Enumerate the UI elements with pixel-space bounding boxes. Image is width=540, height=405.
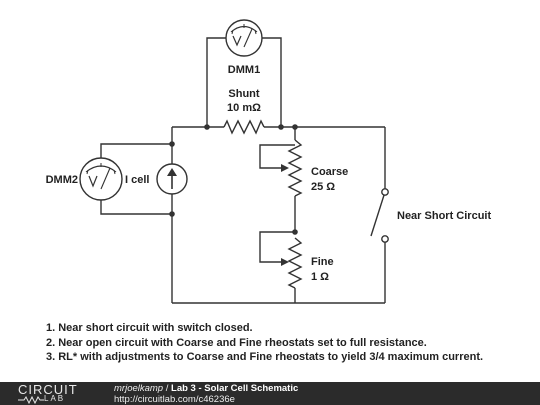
switch-contact [381,188,389,196]
fine-rheostat [287,237,303,289]
coarse-name-label: Coarse [311,166,348,178]
switch-blade [370,191,386,237]
author-link[interactable]: mrjoelkamp [114,383,164,394]
switch-label: Near Short Circuit [397,210,491,222]
wire-left-branch [100,127,173,303]
schematic-title: Lab 3 - Solar Cell Schematic [171,383,299,394]
shunt-value-label: 10 mΩ [227,102,261,114]
switch-contact [381,235,389,243]
icell-label: I cell [125,174,149,186]
wire-dmm1 [206,37,282,127]
coarse-wiper-arrow [281,164,289,172]
logo-text-bottom: LAB [44,394,66,403]
fine-wiper-arrow [281,258,289,266]
coarse-wiper-loop [259,144,295,169]
coarse-rheostat [287,139,303,197]
junction-dot [204,124,210,130]
fine-wiper-loop [259,231,295,263]
schematic-url-link[interactable]: http://circuitlab.com/c46236e [114,393,235,405]
junction-dot [169,211,175,217]
junction-dot [278,124,284,130]
junction-dot [292,229,298,235]
shunt-resistor [223,119,265,135]
note-item: 1. Near short circuit with switch closed… [46,322,253,334]
footer-bar: CIRCUIT LAB mrjoelkamp / Lab 3 - Solar C… [0,382,540,405]
circuit-schematic: DMM1 Shunt 10 mΩ DMM2 I cell Coarse 25 Ω… [46,19,491,304]
fine-name-label: Fine [311,256,334,268]
dmm2-meter-icon [79,157,123,201]
dmm1-meter-icon [225,19,263,57]
fine-value-label: 1 Ω [311,271,329,283]
current-source-icon [156,163,188,195]
footer-line-1: mrjoelkamp / Lab 3 - Solar Cell Schemati… [114,383,299,395]
junction-dot [292,124,298,130]
notes-list: 1. Near short circuit with switch closed… [46,321,483,365]
coarse-value-label: 25 Ω [311,181,335,193]
circuitlab-logo[interactable]: CIRCUIT LAB [18,383,80,405]
logo-text-top: CIRCUIT [18,382,78,397]
junction-dot [169,141,175,147]
note-item: 2. Near open circuit with Coarse and Fin… [46,336,427,349]
dmm1-label: DMM1 [228,64,260,76]
title-separator: / [163,383,172,394]
dmm2-label: DMM2 [46,174,78,186]
shunt-name-label: Shunt [228,88,259,100]
note-item: 3. RL* with adjustments to Coarse and Fi… [46,351,484,363]
footer-meta: mrjoelkamp / Lab 3 - Solar Cell Schemati… [114,383,299,405]
logo-resistor-icon [18,396,44,404]
